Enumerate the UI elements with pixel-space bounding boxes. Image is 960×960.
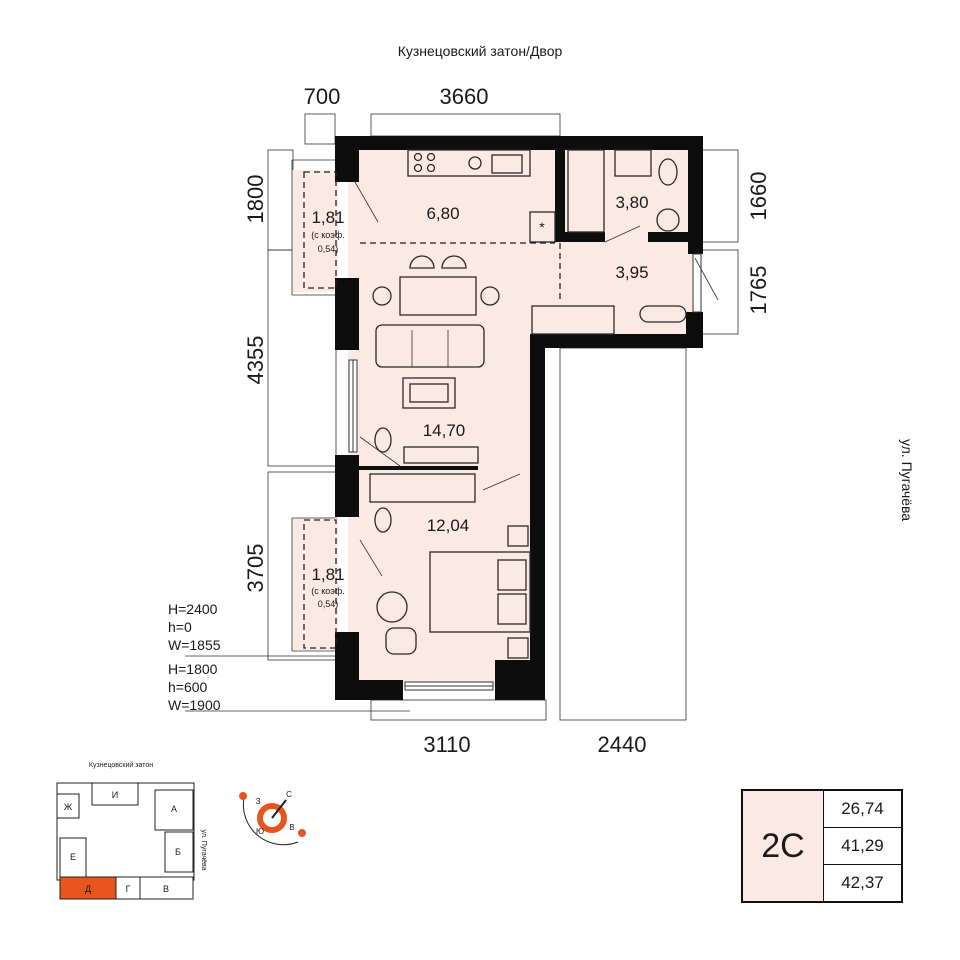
kitchen-furniture: * <box>407 149 556 243</box>
legend-value-total: 41,29 <box>824 828 901 865</box>
balconies <box>291 159 337 652</box>
dim-top-balcony: 700 <box>304 84 341 109</box>
svg-text:Г: Г <box>126 884 131 894</box>
dim-bottom-extra: 2440 <box>598 732 647 757</box>
balcony-upper-coef-1: (с коэф. <box>311 230 345 240</box>
svg-text:В: В <box>289 823 294 832</box>
window-note-lower: H=1800 h=600 W=1900 <box>168 661 221 713</box>
bedroom-furniture <box>374 507 531 659</box>
svg-text:Д: Д <box>85 884 91 894</box>
svg-text:W=1900: W=1900 <box>168 697 221 713</box>
svg-text:Е: Е <box>70 852 76 862</box>
svg-text:H=2400: H=2400 <box>168 601 218 617</box>
svg-text:А: А <box>171 804 177 814</box>
balcony-lower-area: 1,81 <box>311 565 344 584</box>
zone-separators <box>360 242 561 303</box>
key-plan: Кузнецовский затон Ж И А Е Б Д Г В ул. П… <box>56 761 207 900</box>
key-plan-street: ул. Пугачёва <box>200 829 207 870</box>
balcony-upper-area: 1,81 <box>311 208 344 227</box>
legend-value-living: 26,74 <box>824 791 901 828</box>
svg-text:h=0: h=0 <box>168 619 192 635</box>
compass-icon: З С Ю В <box>239 790 306 846</box>
svg-text:W=1855: W=1855 <box>168 637 221 653</box>
dim-left-3: 3705 <box>243 544 268 593</box>
svg-text:*: * <box>539 219 545 235</box>
walls <box>335 136 703 700</box>
wardrobes <box>369 305 687 503</box>
balcony-upper-coef-2: 0,54) <box>318 244 339 254</box>
balcony-lower-labels: 1,81 (с коэф. 0,54) <box>311 565 345 609</box>
living-area: 14,70 <box>423 421 466 440</box>
dining-set <box>372 255 500 316</box>
balcony-lower-coef-2: 0,54) <box>318 599 339 609</box>
svg-text:И: И <box>112 790 118 800</box>
doors <box>354 181 719 577</box>
svg-text:Ж: Ж <box>64 802 73 812</box>
kitchen-area: 6,80 <box>426 204 459 223</box>
legend-value-total-with-balcony: 42,37 <box>841 873 884 892</box>
hall-area: 3,95 <box>615 263 648 282</box>
window-note-upper: H=2400 h=0 W=1855 <box>168 601 221 653</box>
apartment-type: 2С <box>743 791 824 901</box>
svg-text:Б: Б <box>175 847 181 857</box>
svg-text:H=1800: H=1800 <box>168 661 218 677</box>
bedroom-area: 12,04 <box>427 516 470 535</box>
svg-text:h=600: h=600 <box>168 679 208 695</box>
key-plan-title: Кузнецовский затон <box>89 761 153 769</box>
bathroom-fixtures <box>567 149 680 233</box>
windows <box>348 253 702 691</box>
dim-left-1: 1800 <box>243 175 268 224</box>
dim-top-main: 3660 <box>440 84 489 109</box>
balcony-upper-labels: 1,81 (с коэф. 0,54) <box>311 208 345 254</box>
apartment-legend: 2С 26,74 41,29 42,37 <box>741 789 903 903</box>
dim-bottom-bedroom: 3110 <box>423 732 470 757</box>
svg-text:С: С <box>286 790 292 799</box>
balcony-lower-coef-1: (с коэф. <box>311 586 345 596</box>
street-label: ул. Пугачёва <box>899 439 915 521</box>
dim-right-2: 1765 <box>746 266 771 315</box>
dim-right-1: 1660 <box>746 172 771 221</box>
living-furniture <box>374 324 485 464</box>
svg-text:Ю: Ю <box>256 827 264 836</box>
dim-left-2: 4355 <box>243 336 268 385</box>
bathroom-area: 3,80 <box>615 193 648 212</box>
svg-text:З: З <box>256 797 261 806</box>
svg-text:В: В <box>163 884 169 894</box>
top-orientation-label: Кузнецовский затон/Двор <box>398 43 563 59</box>
